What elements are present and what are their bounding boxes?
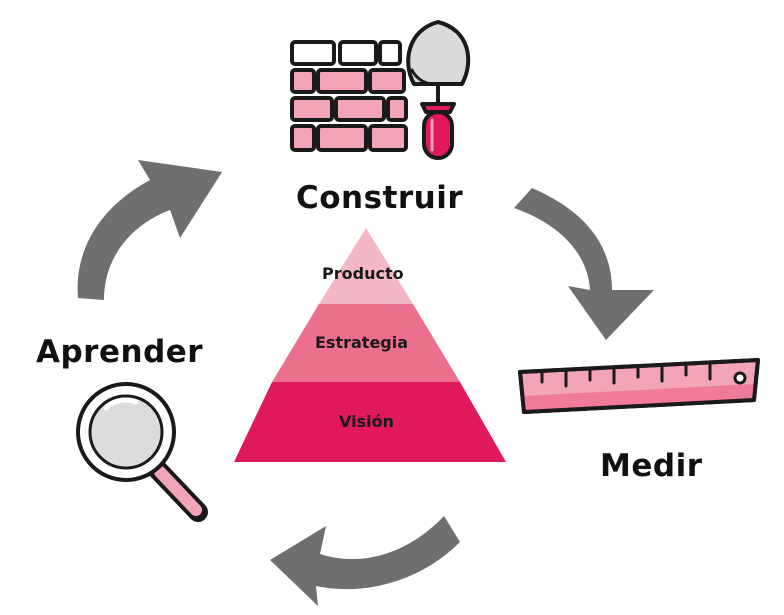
pyramid-tier-vision bbox=[234, 382, 506, 462]
stage-label-learn: Aprender bbox=[36, 334, 204, 370]
tier-label-vision: Visión bbox=[339, 412, 394, 431]
magnifier-icon bbox=[76, 382, 208, 522]
pyramid bbox=[234, 228, 506, 462]
arrow-measure-to-learn bbox=[270, 516, 460, 606]
stage-label-build: Construir bbox=[296, 180, 464, 216]
tier-label-product: Producto bbox=[322, 264, 404, 283]
cycle-arrows bbox=[77, 160, 654, 606]
brick-wall-icon bbox=[290, 40, 408, 152]
pyramid-tier-strategy bbox=[272, 304, 460, 382]
stage-label-measure: Medir bbox=[600, 448, 703, 484]
ruler-icon bbox=[518, 358, 760, 414]
arrow-build-to-measure bbox=[514, 188, 654, 340]
tier-label-strategy: Estrategia bbox=[315, 333, 409, 352]
trowel-icon bbox=[406, 20, 471, 160]
arrow-learn-to-build bbox=[77, 160, 222, 300]
pyramid-tier-product bbox=[319, 228, 413, 304]
